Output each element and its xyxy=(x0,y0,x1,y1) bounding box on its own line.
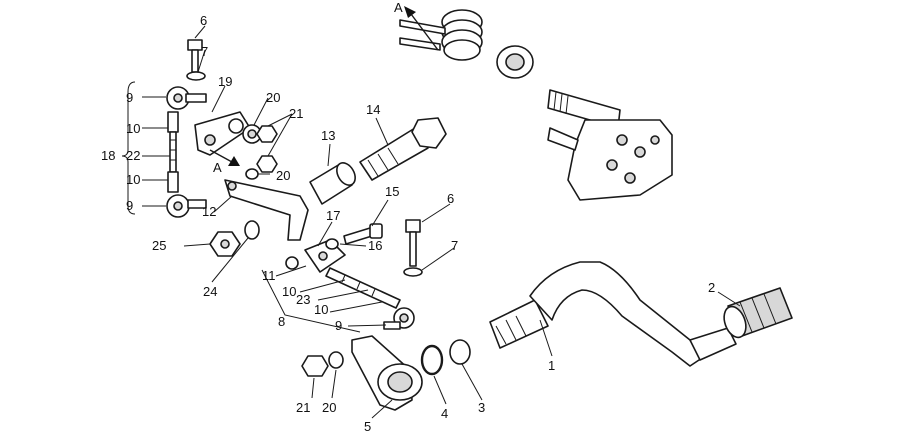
callout-3: 3 xyxy=(478,400,485,415)
callout-13: 13 xyxy=(321,128,335,143)
pivot-pin-14 xyxy=(359,117,447,181)
callout-4: 4 xyxy=(441,406,448,421)
nut-21-lower xyxy=(301,355,329,377)
callout-10-lowest: 10 xyxy=(314,302,328,317)
linkage-rod-8 xyxy=(261,256,415,333)
gearshift-shaft-assembly xyxy=(547,89,673,201)
bolt-6-lower xyxy=(405,219,421,267)
callout-12: 12 xyxy=(202,204,216,219)
callout-9-bottom: 9 xyxy=(126,198,133,213)
callout-15: 15 xyxy=(385,184,399,199)
clamp-block-17 xyxy=(304,239,346,273)
callout-10-mid: 10 xyxy=(126,172,140,187)
return-spring xyxy=(399,9,483,61)
callout-21-lower: 21 xyxy=(296,400,310,415)
washer-24 xyxy=(244,220,260,240)
callout-10-upper: 10 xyxy=(126,121,140,136)
arrow-label-a-upper: A xyxy=(394,0,403,15)
callout-labels: 6 7 9 10 18 22 10 9 19 20 21 A 20 12 13 … xyxy=(101,0,715,433)
washer-7-lower xyxy=(403,267,423,277)
washer-7-upper xyxy=(186,71,206,81)
callout-6-upper: 6 xyxy=(200,13,207,28)
pivot-arm-12 xyxy=(224,179,309,241)
gear-lever-1 xyxy=(489,261,737,367)
nut-25 xyxy=(209,231,241,257)
callout-20-upper: 20 xyxy=(266,90,280,105)
direction-arrow-lower xyxy=(209,149,240,166)
linkage-rod-18 xyxy=(121,81,207,218)
callout-22: 22 xyxy=(126,148,140,163)
pedal-rubber-2 xyxy=(723,287,793,339)
callout-5: 5 xyxy=(364,419,371,433)
lever-5 xyxy=(351,335,423,411)
nut-20-upper xyxy=(242,124,262,144)
callout-21-upper: 21 xyxy=(289,106,303,121)
callout-9-top: 9 xyxy=(126,90,133,105)
spring-bushing xyxy=(496,45,534,79)
callout-6-lower: 6 xyxy=(447,191,454,206)
arrow-label-a-lower: A xyxy=(213,160,222,175)
callout-20-middle: 20 xyxy=(276,168,290,183)
washer-20-lower xyxy=(328,351,344,369)
callout-9-lower: 9 xyxy=(335,318,342,333)
callout-7-upper: 7 xyxy=(201,44,208,59)
callout-24: 24 xyxy=(203,284,217,299)
callout-2: 2 xyxy=(708,280,715,295)
bushing-13 xyxy=(309,162,356,205)
callout-11: 11 xyxy=(262,268,276,283)
washer-16 xyxy=(325,238,339,250)
nut-21-upper xyxy=(256,125,278,173)
callout-8: 8 xyxy=(278,314,285,329)
callout-19: 19 xyxy=(218,74,232,89)
callout-14: 14 xyxy=(366,102,380,117)
callout-20-lower: 20 xyxy=(322,400,336,415)
callout-25: 25 xyxy=(152,238,166,253)
callout-18: 18 xyxy=(101,148,115,163)
direction-arrow-upper xyxy=(404,6,439,51)
callout-7-lower: 7 xyxy=(451,238,458,253)
leader-lines xyxy=(142,25,741,419)
callout-16: 16 xyxy=(368,238,382,253)
callout-1: 1 xyxy=(548,358,555,373)
callout-23: 23 xyxy=(296,292,310,307)
callout-10-lower: 10 xyxy=(282,284,296,299)
washer-3 xyxy=(449,339,471,365)
callout-17: 17 xyxy=(326,208,340,223)
circlip-4 xyxy=(420,344,444,376)
screw-15 xyxy=(343,223,383,245)
washer-20-middle xyxy=(245,168,259,180)
lever-19 xyxy=(194,111,251,156)
